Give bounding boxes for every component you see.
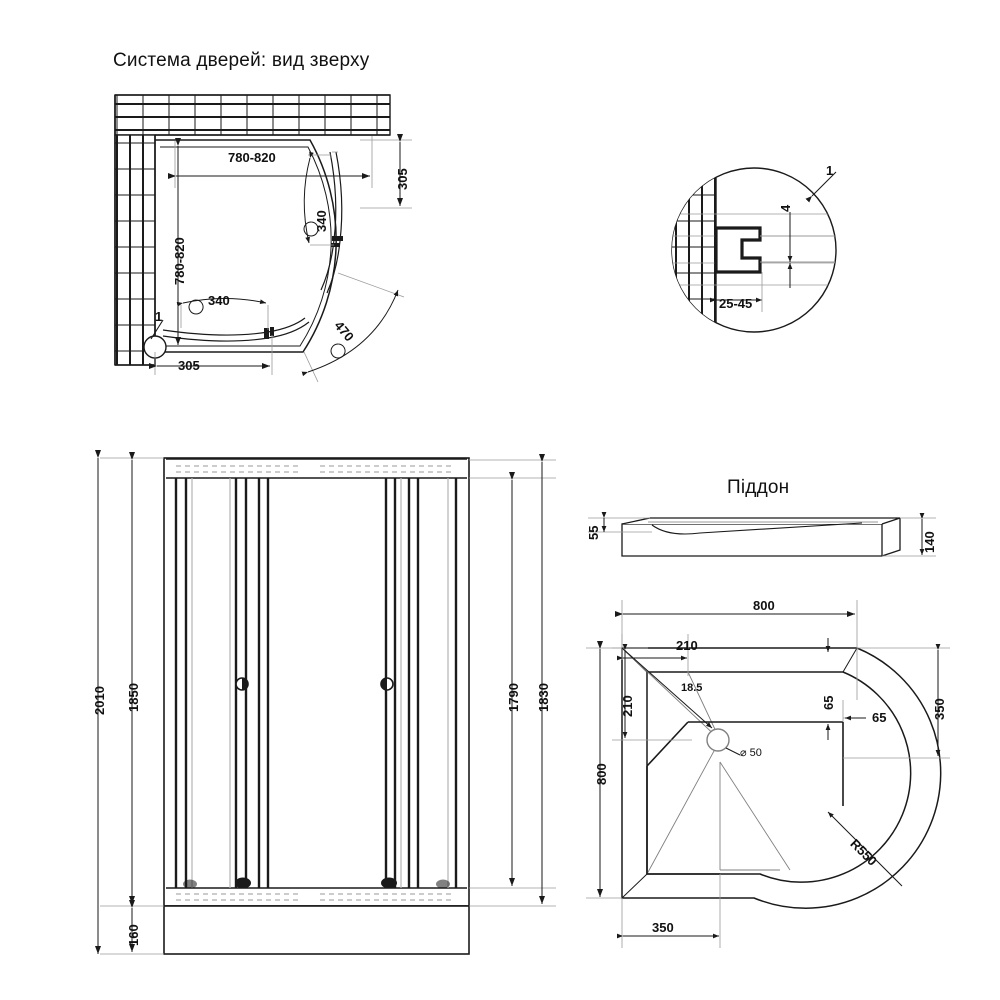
tray-title: Піддон bbox=[727, 477, 790, 498]
dim-offset-bottom: 305 bbox=[178, 358, 200, 373]
dim-diagonal: 18.5 bbox=[681, 682, 703, 694]
dim-base-height: 160 bbox=[126, 924, 141, 946]
dim-tray-depth: 800 bbox=[594, 763, 609, 785]
dim-inner-bottom: 350 bbox=[652, 920, 674, 935]
dim-glass-height: 1790 bbox=[506, 683, 521, 712]
dim-inner-right: 350 bbox=[932, 698, 947, 720]
dim-glass-thickness: 4 bbox=[778, 204, 793, 212]
door-handle-left bbox=[235, 677, 249, 691]
dim-drain-diameter: ⌀ 50 bbox=[740, 747, 762, 759]
dim-tray-width: 800 bbox=[753, 598, 775, 613]
tray-side-geometry bbox=[588, 512, 936, 557]
top-view-geometry bbox=[114, 94, 412, 383]
dim-wall-adjust: 25-45 bbox=[719, 296, 753, 311]
dim-corner-x: 210 bbox=[676, 638, 698, 653]
door-handle-right bbox=[380, 677, 394, 691]
top-view-title: Система дверей: вид зверху bbox=[113, 50, 370, 71]
dim-door-right: 340 bbox=[314, 210, 329, 232]
dim-tray-height: 140 bbox=[922, 531, 937, 553]
dim-tray-lip: 55 bbox=[586, 525, 601, 540]
dim-left-depth: 780-820 bbox=[172, 237, 187, 285]
tray-plan-geometry bbox=[586, 600, 950, 948]
dim-rim-right: 65 bbox=[872, 710, 887, 725]
callout-1-topview: 1 bbox=[155, 309, 163, 324]
callout-1-detail: 1 bbox=[826, 163, 834, 178]
front-view-geometry bbox=[95, 450, 556, 955]
dim-rim-top: 65 bbox=[821, 695, 836, 710]
dim-door-bottom: 340 bbox=[208, 293, 230, 308]
dim-total-height: 2010 bbox=[92, 686, 107, 715]
dim-corner-y: 210 bbox=[620, 695, 635, 717]
dim-frame-height: 1850 bbox=[126, 683, 141, 712]
dim-door-height: 1830 bbox=[536, 683, 551, 712]
dim-offset-top: 305 bbox=[395, 168, 410, 190]
detail-circle-geometry bbox=[671, 167, 837, 333]
dim-top-width: 780-820 bbox=[228, 150, 276, 165]
